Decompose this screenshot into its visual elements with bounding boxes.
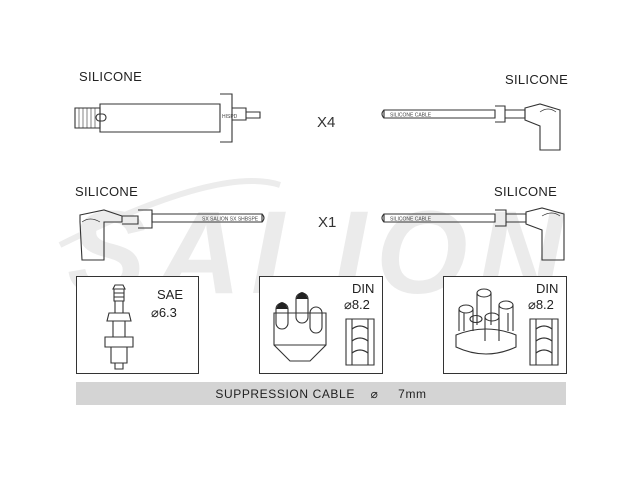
cable-sheath (383, 109, 496, 119)
cable-type-label: SUPPRESSION CABLE (215, 386, 355, 401)
distributor-cap-icon-2 (455, 288, 517, 355)
angled-boot (525, 207, 565, 261)
spark-plug-boot-straight: HISPD (74, 93, 261, 143)
cable-print-mid-left: SX SALION SX SHBSPE (202, 217, 259, 223)
terminal-size-sae: ⌀6.3 (151, 305, 177, 320)
boot-body (99, 103, 221, 133)
angled-boot-left (79, 209, 123, 261)
terminal-type-din-2: DIN (536, 281, 559, 296)
din-terminal-icon (345, 318, 375, 366)
cable-sheath (383, 213, 496, 223)
quantity-mid-row: X1 (318, 214, 337, 231)
boot-collar (220, 93, 233, 143)
terminal-box-sae: SAE ⌀6.3 (76, 276, 199, 374)
cable-print-top-right: SILICONE CABLE (390, 113, 432, 119)
cable-angled-boot-mid-left: SX SALION SX SHBSPE (79, 209, 265, 261)
sae-terminal-icon (104, 284, 134, 370)
din-terminal-icon-2 (529, 318, 559, 366)
cable-angled-boot-top: SILICONE CABLE (381, 103, 561, 151)
cable-print-mid-right: SILICONE CABLE (390, 217, 432, 223)
terminal-box-din-2: DIN ⌀8.2 (443, 276, 567, 374)
boot-window (95, 113, 107, 122)
diameter-symbol: ⌀ (370, 386, 379, 401)
label-mid-right-material: SILICONE (494, 184, 558, 199)
quantity-top-row: X4 (317, 114, 336, 131)
terminal-type-sae: SAE (157, 287, 184, 302)
boot-end (232, 107, 247, 121)
label-top-right-material: SILICONE (505, 72, 569, 87)
cable-ferrule (495, 105, 506, 123)
cable-angled-boot-mid-right: SILICONE CABLE (381, 207, 565, 261)
label-top-left-material: SILICONE (79, 69, 143, 84)
cable-spec-bar: SUPPRESSION CABLE ⌀ 7mm (76, 382, 566, 405)
boot-print: HISPD (222, 114, 238, 120)
terminal-size-din-2: ⌀8.2 (528, 297, 554, 312)
distributor-cap-icon (273, 292, 327, 362)
diameter-value: 7mm (398, 386, 427, 401)
terminal-box-din-1: DIN ⌀8.2 (259, 276, 383, 374)
terminal-size-din-1: ⌀8.2 (344, 297, 370, 312)
cable-ferrule (138, 209, 153, 229)
cable-ferrule (495, 209, 507, 227)
label-mid-left-material: SILICONE (75, 184, 139, 199)
terminal-type-din-1: DIN (352, 281, 375, 296)
angled-boot (524, 103, 561, 151)
